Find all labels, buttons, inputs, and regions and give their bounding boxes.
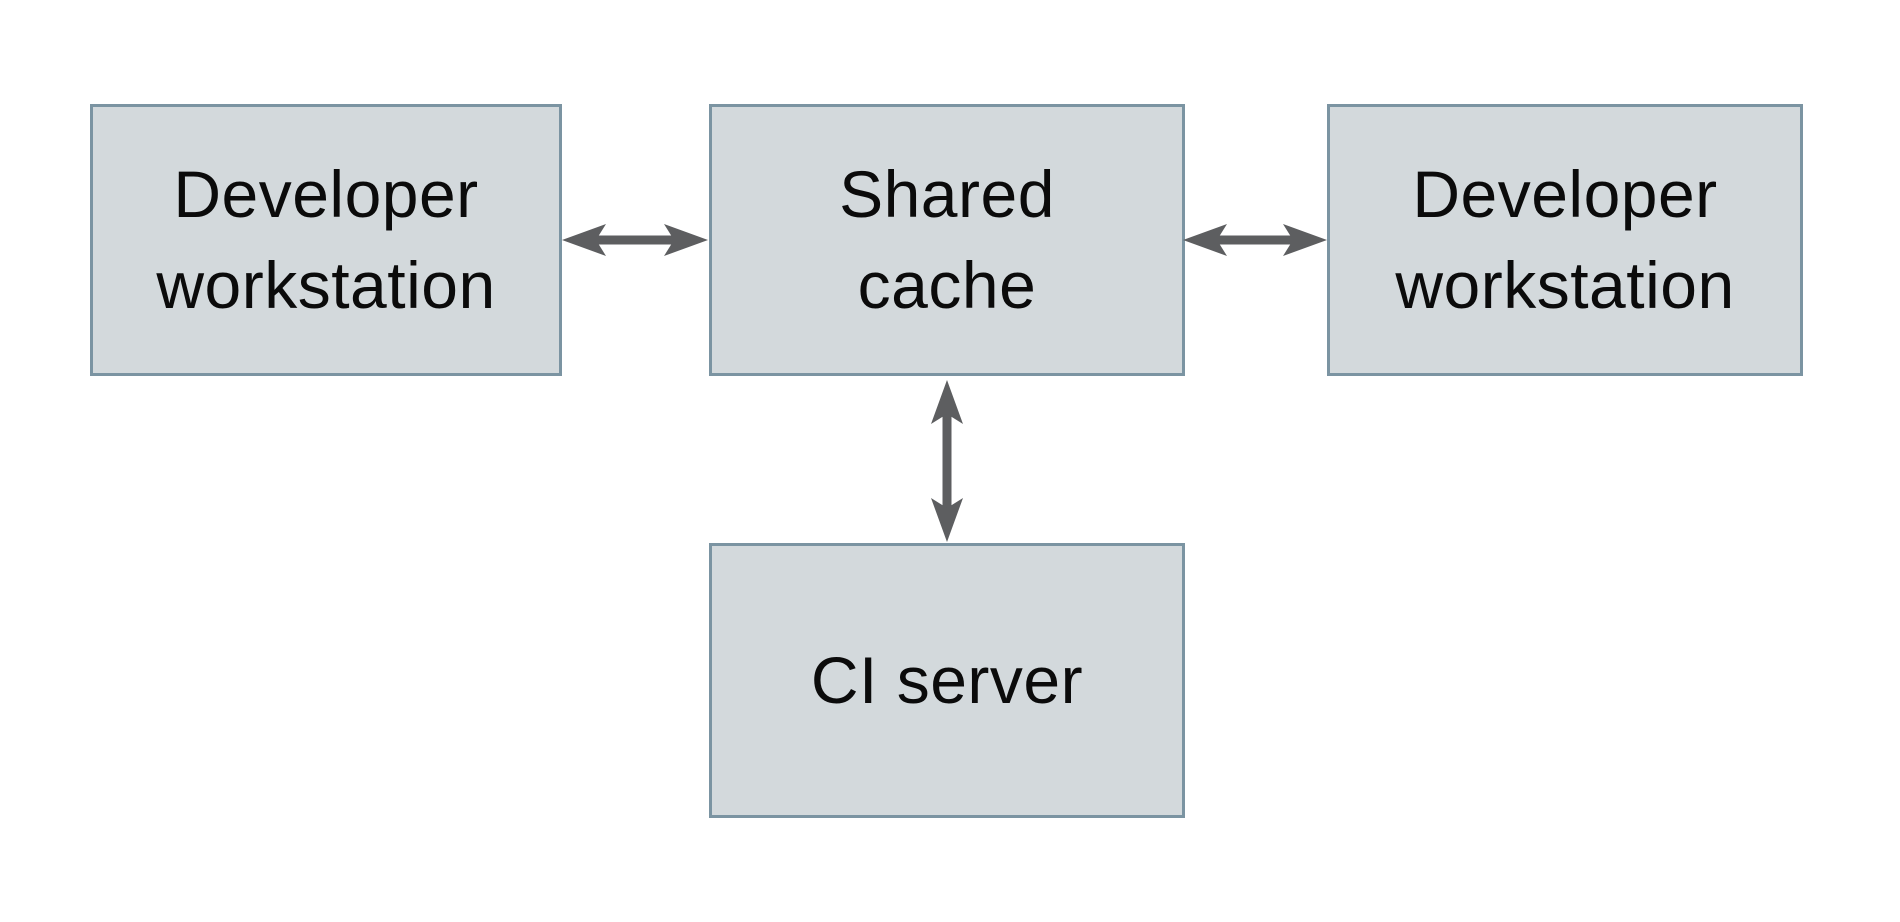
double-arrow-icon	[562, 224, 708, 256]
node-label: CI server	[810, 642, 1084, 717]
double-arrow-icon	[931, 380, 963, 542]
node-shared-cache: Shared cache	[709, 104, 1185, 376]
double-arrow-icon	[1183, 224, 1327, 256]
bidirectional-arrow-cache-to-right-workstation	[1181, 212, 1329, 268]
node-ci-server: CI server	[709, 543, 1185, 818]
node-developer-workstation-right: Developer workstation	[1327, 104, 1803, 376]
bidirectional-arrow-left-workstation-to-cache	[560, 212, 710, 268]
node-label: Developer workstation	[1395, 156, 1735, 322]
node-developer-workstation-left: Developer workstation	[90, 104, 562, 376]
node-label: Shared cache	[839, 156, 1055, 322]
bidirectional-arrow-cache-to-ci-server	[917, 378, 977, 544]
node-label: Developer workstation	[156, 156, 496, 322]
